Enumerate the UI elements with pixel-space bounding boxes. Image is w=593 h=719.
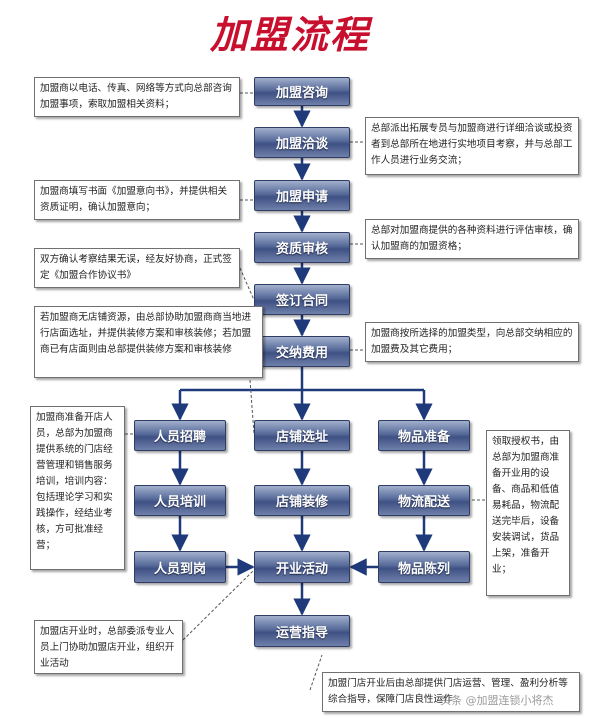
page-title: 加盟流程: [210, 12, 371, 57]
note-consult: 加盟商以电话、传真、网络等方式向总部咨询加盟事项，索取加盟相关资料；: [34, 77, 240, 117]
note-apply: 加盟商填写书面《加盟意向书》，并提供相关资质证明，确认加盟意向；: [34, 180, 240, 220]
step-display: 物品陈列: [378, 551, 470, 583]
step-goods-prep: 物品准备: [378, 420, 470, 451]
step-review: 资质审核: [254, 232, 350, 263]
step-contract: 签订合同: [254, 284, 350, 315]
note-goods: 领取授权书，由总部为加盟商准备开业用的设备、商品和低值易耗品，物流配送完毕后，设…: [486, 430, 570, 596]
step-onboard: 人员到岗: [134, 551, 226, 583]
note-negotiate: 总部派出拓展专员与加盟商进行详细洽谈或投资者到总部所在地进行实地项目考察，并与总…: [365, 117, 579, 175]
note-operation: 加盟门店开业后由总部提供门店运营、管理、盈利分析等综合指导，保障门店良性运作: [322, 672, 580, 712]
note-site: 若加盟商无店铺资源，由总部协助加盟商商当地进行店面选址，并提供装修方案和审核装修…: [34, 306, 263, 378]
step-apply: 加盟申请: [254, 180, 350, 211]
step-consult: 加盟咨询: [254, 77, 350, 106]
note-review: 总部对加盟商提供的各种资料进行评估审核，确认加盟商的加盟资格；: [365, 219, 579, 259]
step-train: 人员培训: [134, 485, 226, 516]
step-opening: 开业活动: [254, 551, 350, 583]
note-contract: 双方确认考察结果无误，经友好协商，正式签定《加盟合作协议书》: [34, 248, 240, 288]
step-operation-guidance: 运营指导: [254, 615, 350, 647]
step-renovation: 店铺装修: [254, 485, 350, 516]
note-fee: 加盟商按所选择的加盟类型，向总部交纳相应的加盟费及其它费用；: [365, 322, 579, 362]
note-opening: 加盟店开业时，总部委派专业人员上门协助加盟店开业，组织开业活动: [34, 620, 183, 674]
step-site-selection: 店铺选址: [254, 420, 350, 451]
note-training: 加盟商准备开店人员，总部为加盟商提供系统的门店经营管理和销售服务培训，培训内容：…: [30, 406, 125, 570]
step-logistics: 物流配送: [378, 485, 470, 516]
watermark: 头条 @加盟连锁小将杰: [440, 694, 554, 707]
step-fee: 交纳费用: [254, 336, 350, 367]
step-negotiate: 加盟洽谈: [254, 127, 350, 158]
step-recruit: 人员招聘: [134, 420, 226, 451]
